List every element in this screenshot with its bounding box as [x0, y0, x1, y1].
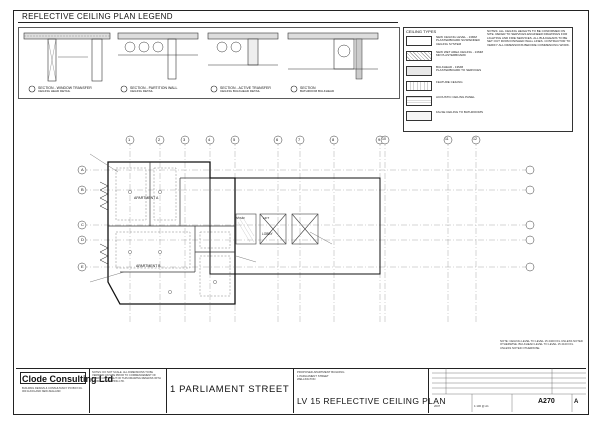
detail-3-title: SECTION - ACTIVE TRANSFER: [220, 86, 271, 90]
grid-label: 12: [473, 137, 477, 141]
detail-bathroom-bulkhead: [287, 32, 379, 93]
ceiling-swatch: [406, 51, 432, 61]
legend-notes: NOTES: ALL CEILING HEIGHTS TO BE CONFIRM…: [487, 29, 571, 47]
project-info-line: 1 PARLIAMENT STREET: [297, 373, 329, 378]
room-label: APARTMENT B: [136, 264, 161, 268]
ceiling-type-label: NEW CEILING LEVEL - 13MM PLASTERBOARD SU…: [436, 35, 480, 46]
room-label: STAIR: [236, 216, 245, 220]
grid-label: 6: [276, 137, 279, 142]
ceiling-swatch: [406, 81, 432, 91]
detail-2-sub: CEILING DETAIL: [130, 89, 154, 93]
project-info-line: WELLINGTON: [297, 377, 316, 382]
room-label: APARTMENT A: [134, 196, 159, 200]
grid-label: 1: [128, 137, 131, 142]
grid-label: 5: [233, 137, 236, 142]
ceiling-swatch: [406, 36, 432, 46]
grid-label: 3: [183, 137, 186, 142]
legend-details: [18, 27, 400, 99]
level-note: NOTE: CEILING LEVEL TO LEVEL 15 2400 FFL…: [500, 339, 583, 350]
title-block-notes: NOTES: DO NOT SCALE. ALL DIMENSIONS TO B…: [92, 371, 161, 384]
company-logo-box: [20, 372, 86, 384]
tb-divider: [428, 369, 429, 413]
company-details: BUILDING DESIGN & CONSULTANCY PO BOX 00-…: [22, 387, 83, 394]
detail-partition-wall: [117, 32, 199, 93]
detail-1-title: SECTION - WINDOW TRANSFER: [38, 86, 92, 90]
grid-label: E: [81, 264, 84, 269]
grid-label: 7: [298, 137, 301, 142]
detail-1-sub: CEILING HEAD DETAIL: [38, 89, 71, 93]
title-block: [16, 368, 586, 413]
tb-divider: [293, 369, 294, 413]
detail-window-transfer: [23, 32, 111, 93]
date: 2007: [434, 404, 441, 408]
grid-label: 9: [378, 137, 381, 142]
room-label: LIFT: [263, 216, 270, 220]
project-info: PROPOSED APARTMENT BUILDING 1 PARLIAMENT…: [297, 370, 407, 382]
scale: 1:100 @ A1: [474, 404, 489, 408]
tb-divider: [89, 369, 90, 413]
grid-label: 8: [332, 137, 335, 142]
ceiling-types-heading: CEILING TYPES: [406, 29, 437, 34]
grid-label: D: [81, 237, 84, 242]
revision-table: [432, 368, 586, 412]
grid-label: 11: [445, 137, 449, 141]
project-info-line: PROPOSED APARTMENT BUILDING: [297, 370, 345, 374]
detail-2-title: SECTION - PARTITION WALL: [130, 86, 178, 90]
ceiling-swatch: [406, 66, 432, 76]
ceiling-type-label: ACOUSTIC CEILING PANEL: [436, 95, 475, 99]
grid-label: B: [81, 187, 84, 192]
revision: A: [574, 399, 579, 405]
company-name: Clode Consulting Ltd: [22, 374, 113, 384]
floor-plan: [77, 135, 535, 324]
ceiling-swatch: [406, 111, 432, 121]
grid-label: C: [81, 222, 84, 227]
detail-4-sub: BATHROOM BULKHEAD: [300, 89, 335, 93]
grid-label: 10: [382, 137, 386, 141]
sheet-title: LV 15 REFLECTIVE CEILING PLAN: [297, 396, 446, 406]
grid-label: A: [81, 167, 84, 172]
grid-label: 2: [158, 137, 161, 142]
legend-underline: [18, 22, 398, 23]
ceiling-type-label: BULKHEAD - 13MM PLASTERBOARD TO SERVICES: [436, 65, 482, 73]
project-name: 1 PARLIAMENT STREET: [170, 384, 290, 395]
drawing-sheet: [13, 10, 589, 415]
sheet-number: A270: [538, 398, 555, 405]
detail-active-transfer: [207, 32, 279, 93]
detail-4-title: SECTION: [300, 86, 316, 90]
ceiling-swatch: [406, 96, 432, 106]
tb-divider: [166, 369, 167, 413]
ceiling-type-label: FALSE CEILING TO BATHROOMS: [436, 110, 484, 114]
ceiling-type-label: NEW WET AREA CEILING - 13MM MR PLASTERBO…: [436, 50, 483, 58]
ceiling-type-label: FEATURE CEILING: [436, 80, 463, 84]
ceiling-types-box: [403, 27, 573, 132]
grid-label: 4: [208, 137, 211, 142]
legend-title: REFLECTIVE CEILING PLAN LEGEND: [22, 12, 173, 21]
room-label: LOBBY: [262, 232, 273, 236]
detail-3-sub: CEILING BULKHEAD DETAIL: [220, 89, 261, 93]
